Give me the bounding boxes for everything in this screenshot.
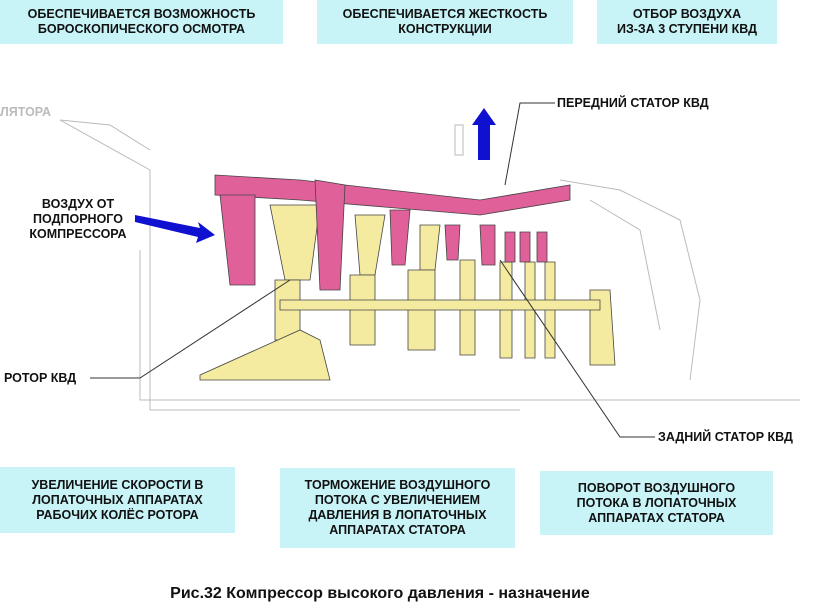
box-text: БОРОСКОПИЧЕСКОГО ОСМОТРА xyxy=(37,22,246,36)
box-text: ОБЕСПЕЧИВАЕТСЯ ВОЗМОЖНОСТЬ xyxy=(27,7,256,21)
air-inlet-arrow xyxy=(135,215,215,243)
top-box-rigidity: ОБЕСПЕЧИВАЕТСЯ ЖЕСТКОСТЬ КОНСТРУКЦИИ xyxy=(317,0,573,44)
box-text: АППАРАТАХ СТАТОРА xyxy=(329,523,466,537)
top-box-borescope: ОБЕСПЕЧИВАЕТСЯ ВОЗМОЖНОСТЬ БОРОСКОПИЧЕСК… xyxy=(0,0,283,44)
stator-hpc xyxy=(214,174,571,291)
bottom-box-stator-diffusion: ТОРМОЖЕНИЕ ВОЗДУШНОГО ПОТОКА С УВЕЛИЧЕНИ… xyxy=(280,468,515,548)
box-text: ДАВЛЕНИЯ В ЛОПАТОЧНЫХ xyxy=(308,508,487,522)
label-air-from: ВОЗДУХ ОТ ПОДПОРНОГО КОМПРЕССОРА xyxy=(18,197,138,242)
leader-lines xyxy=(59,102,655,438)
box-text: КОНСТРУКЦИИ xyxy=(398,22,492,36)
label-line: КОМПРЕССОРА xyxy=(29,227,127,241)
figure-caption: Рис.32 Компрессор высокого давления - на… xyxy=(170,585,590,602)
rotor-hpc xyxy=(199,204,616,381)
box-text: ОБЕСПЕЧИВАЕТСЯ ЖЕСТКОСТЬ xyxy=(342,7,548,21)
box-text: УВЕЛИЧЕНИЕ СКОРОСТИ В xyxy=(31,477,204,492)
box-text: ПОВОРОТ ВОЗДУШНОГО xyxy=(577,480,736,495)
box-text: ТОРМОЖЕНИЕ ВОЗДУШНОГО xyxy=(304,478,491,492)
casing-outline xyxy=(59,119,800,411)
bottom-box-rotor-velocity: УВЕЛИЧЕНИЕ СКОРОСТИ В ЛОПАТОЧНЫХ АППАРАТ… xyxy=(0,467,235,533)
box-text: ЛОПАТОЧНЫХ АППАРАТАХ xyxy=(32,492,203,507)
bottom-box-stator-turning: ПОВОРОТ ВОЗДУШНОГО ПОТОКА В ЛОПАТОЧНЫХ А… xyxy=(540,471,773,535)
label-rear-stator: ЗАДНИЙ СТАТОР КВД xyxy=(658,430,793,444)
box-text: ПОТОКА В ЛОПАТОЧНЫХ xyxy=(576,495,737,510)
box-text: РАБОЧИХ КОЛЁС РОТОРА xyxy=(36,507,199,522)
top-box-bleed: ОТБОР ВОЗДУХА ИЗ-ЗА 3 СТУПЕНИ КВД xyxy=(597,0,777,44)
box-text: ПОТОКА С УВЕЛИЧЕНИЕМ xyxy=(314,493,481,507)
label-line: ВОЗДУХ ОТ xyxy=(41,197,115,211)
label-rotor: РОТОР КВД xyxy=(4,371,77,385)
box-text: ИЗ-ЗА 3 СТУПЕНИ КВД xyxy=(616,22,758,36)
label-line: ПОДПОРНОГО xyxy=(33,212,123,226)
bleed-air-arrow xyxy=(472,108,496,160)
box-text: ОТБОР ВОЗДУХА xyxy=(632,7,742,21)
label-partial: ЛЯТОРА xyxy=(0,105,52,119)
label-front-stator: ПЕРЕДНИЙ СТАТОР КВД xyxy=(557,96,709,110)
box-text: АППАРАТАХ СТАТОРА xyxy=(588,510,725,525)
